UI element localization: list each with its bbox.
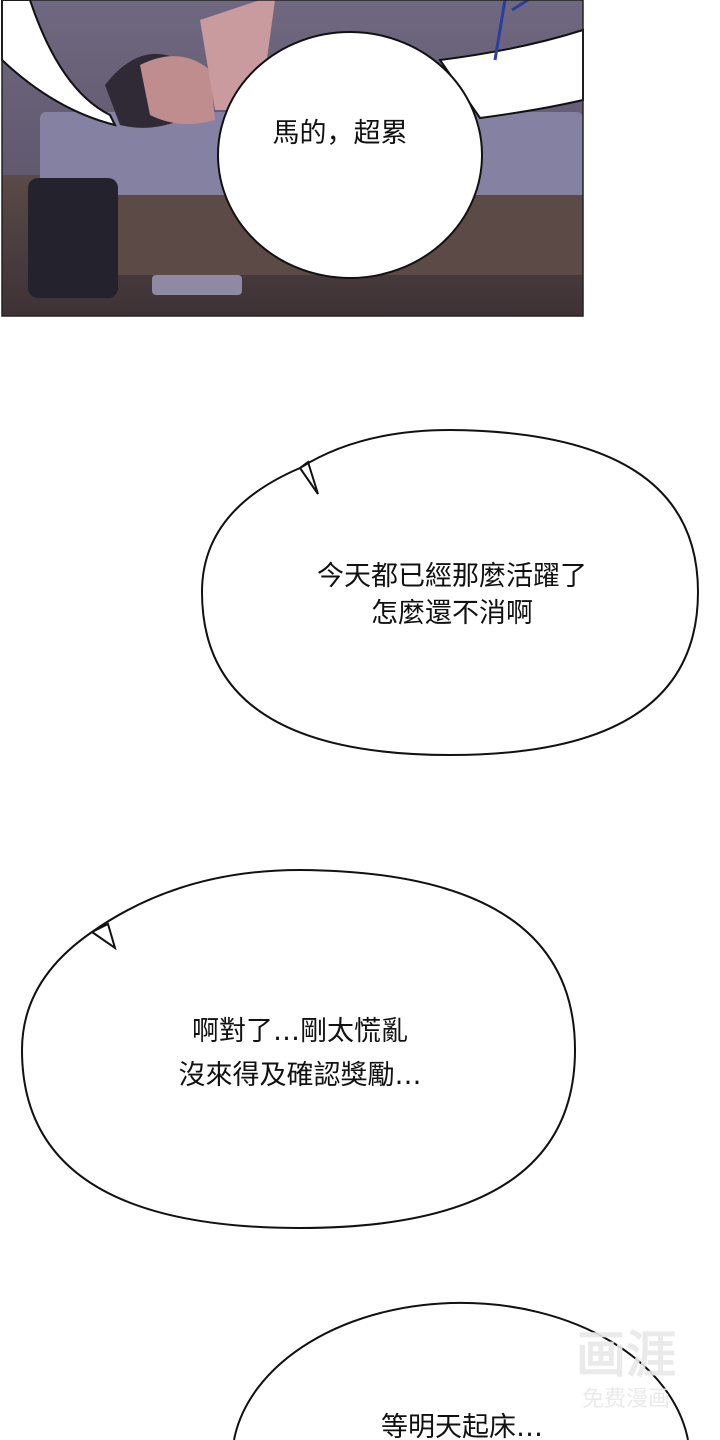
motion-lines xyxy=(493,0,529,61)
speech-bubble-3: 啊對了…剛太慌亂 沒來得及確認獎勵… xyxy=(20,868,577,1230)
speech-bubble-4: 等明天起床… xyxy=(233,1301,689,1440)
power-strip xyxy=(152,275,242,295)
speech-text-line-1: 今天都已經那麼活躍了 xyxy=(317,561,587,592)
speech-text-line-1: 等明天起床… xyxy=(381,1412,543,1440)
speech-text-line-2: 怎麼還不消啊 xyxy=(371,598,533,629)
character-face xyxy=(140,56,215,124)
trash-bin xyxy=(28,178,118,298)
speech-bubble-2: 今天都已經那麼活躍了 怎麼還不消啊 xyxy=(200,428,700,757)
speech-text: 馬的，超累 xyxy=(273,118,408,149)
speech-text-line-2: 沒來得及確認獎勵… xyxy=(179,1060,422,1091)
watermark: 画涯 免费漫画 xyxy=(576,1326,676,1412)
speech-text-line-1: 啊對了…剛太慌亂 xyxy=(192,1016,408,1047)
top-panel: 馬的，超累 xyxy=(0,0,584,317)
panel-border xyxy=(1,0,584,317)
watermark-logo: 画涯 xyxy=(576,1326,676,1384)
watermark-subtitle: 免费漫画 xyxy=(582,1387,670,1412)
bubble-outline xyxy=(20,868,577,1230)
bubble-outline xyxy=(200,428,700,757)
bubble-outline xyxy=(233,1301,689,1440)
speech-bubble-1 xyxy=(217,31,483,279)
action-bubble-left xyxy=(0,0,117,127)
